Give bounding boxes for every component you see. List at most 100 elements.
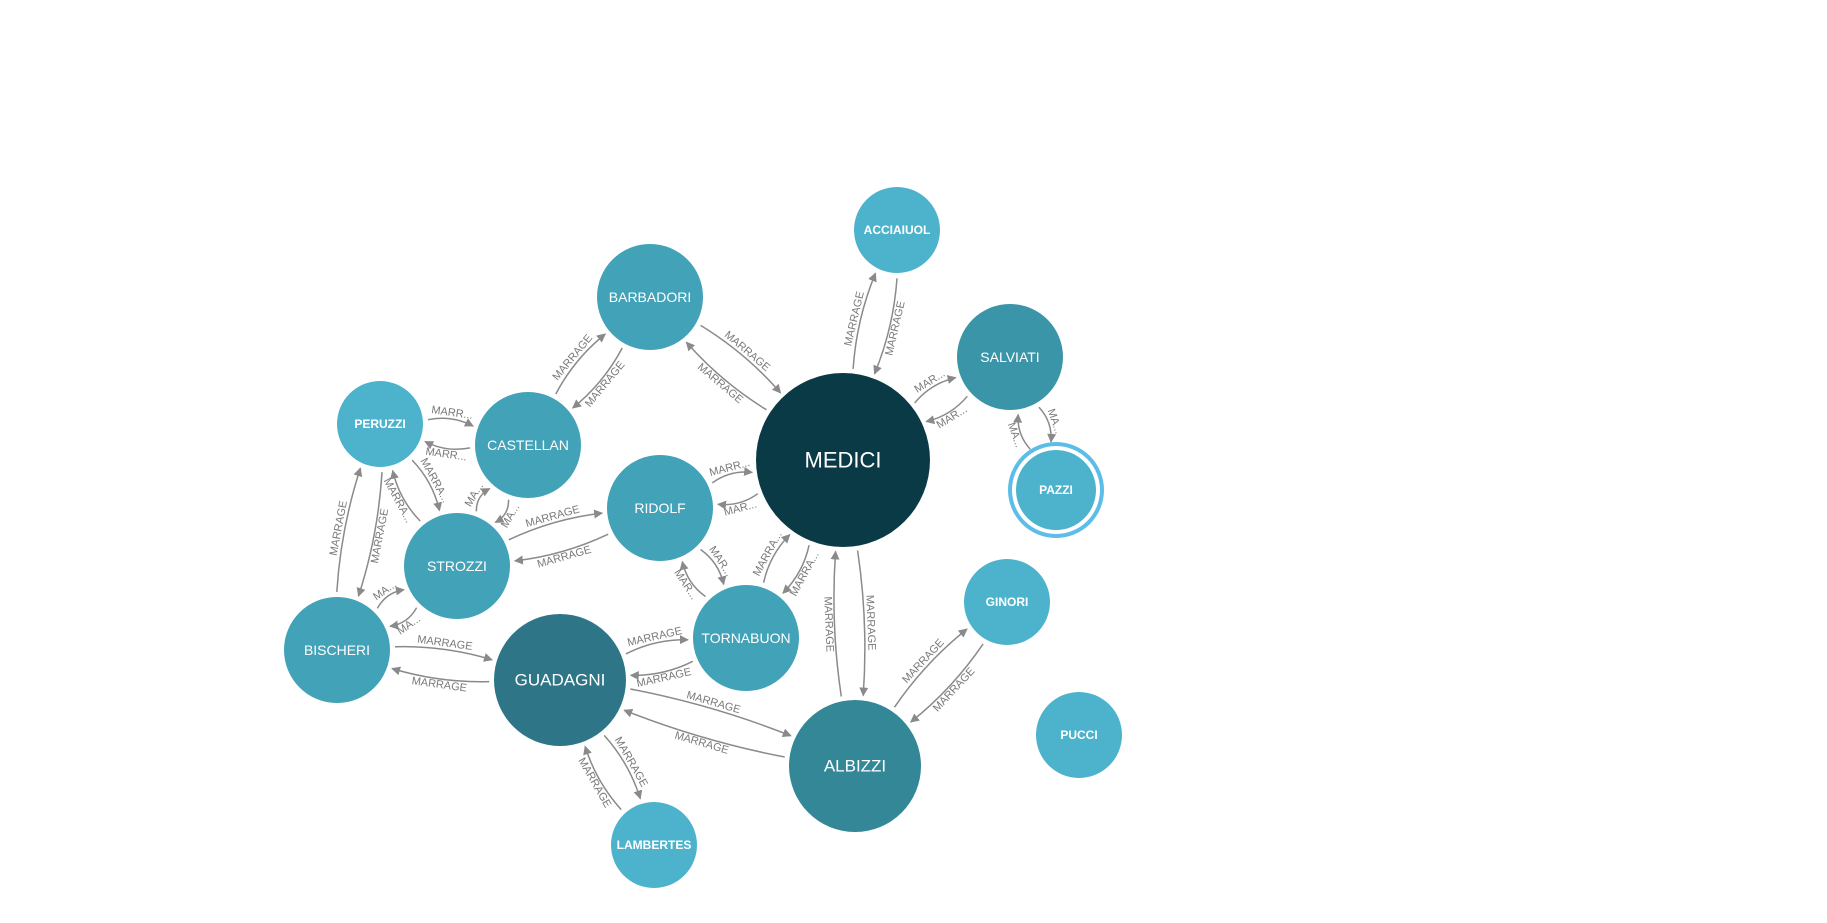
edge-line[interactable]	[336, 467, 363, 592]
node-circle[interactable]	[337, 381, 423, 467]
edge-medici-to-tornabuon[interactable]: MARRA...	[782, 545, 822, 598]
node-ridolf[interactable]: RIDOLF	[607, 455, 713, 561]
edge-line[interactable]	[893, 628, 968, 708]
edge-line[interactable]	[856, 550, 869, 697]
node-circle[interactable]	[854, 187, 940, 273]
edge-line[interactable]	[411, 459, 443, 512]
node-circle[interactable]	[284, 597, 390, 703]
edge-medici-to-salviati[interactable]: MAR...	[912, 368, 957, 404]
edge-bischeri-to-peruzzi[interactable]: MARRAGE	[328, 467, 363, 592]
edge-line[interactable]	[389, 607, 418, 630]
edge-line[interactable]	[376, 586, 405, 609]
edge-line[interactable]	[513, 533, 609, 565]
edge-medici-to-acciaiuol[interactable]: MARRAGE	[842, 272, 877, 369]
edge-strozzi-to-castellan[interactable]: MA...	[463, 481, 491, 512]
node-circle[interactable]	[494, 614, 626, 746]
edge-medici-to-ridolf[interactable]: MAR...	[717, 493, 759, 519]
edge-guadagni-to-lambertes[interactable]: MARRAGE	[603, 734, 650, 800]
edge-tornabuon-to-ridolf[interactable]: MAR...	[671, 560, 706, 602]
edge-ridolf-to-medici[interactable]: MARR...	[708, 457, 754, 484]
edge-line[interactable]	[603, 734, 643, 800]
edge-line[interactable]	[625, 635, 689, 655]
node-circle[interactable]	[475, 392, 581, 498]
edge-guadagni-to-albizzi[interactable]: MARRAGE	[630, 688, 792, 737]
node-albizzi[interactable]: ALBIZZI	[789, 700, 921, 832]
edge-tornabuon-to-guadagni[interactable]: MARRAGE	[629, 660, 694, 690]
node-circle[interactable]	[693, 585, 799, 691]
edge-line[interactable]	[583, 745, 622, 811]
edge-line[interactable]	[679, 560, 706, 598]
edge-bischeri-to-strozzi[interactable]: MA...	[371, 579, 405, 609]
edge-tornabuon-to-medici[interactable]: MARRA...	[751, 530, 791, 583]
edge-peruzzi-to-castellan[interactable]: MARR...	[427, 404, 474, 427]
edge-line[interactable]	[356, 472, 383, 597]
node-acciaiuol[interactable]: ACCIAIUOL	[854, 187, 940, 273]
edge-line[interactable]	[390, 469, 421, 522]
node-strozzi[interactable]: STROZZI	[404, 513, 510, 619]
node-circle[interactable]	[957, 304, 1063, 410]
node-pazzi[interactable]: PAZZI	[1008, 442, 1104, 538]
edge-lambertes-to-guadagni[interactable]: MARRAGE	[575, 745, 622, 811]
edge-line[interactable]	[427, 417, 474, 427]
node-circle[interactable]	[789, 700, 921, 832]
node-guadagni[interactable]: GUADAGNI	[494, 614, 626, 746]
edge-line[interactable]	[1013, 413, 1031, 450]
node-circle[interactable]	[756, 373, 930, 547]
edge-line[interactable]	[494, 499, 510, 524]
edge-line[interactable]	[830, 550, 843, 697]
edge-line[interactable]	[700, 324, 782, 394]
edge-line[interactable]	[852, 272, 877, 369]
edge-guadagni-to-bischeri[interactable]: MARRAGE	[391, 666, 490, 695]
edge-guadagni-to-tornabuon[interactable]: MARRAGE	[625, 625, 689, 655]
edge-line[interactable]	[925, 395, 968, 425]
edge-line[interactable]	[762, 533, 791, 583]
edge-salviati-to-pazzi[interactable]: MA...	[1038, 406, 1064, 443]
node-salviati[interactable]: SALVIATI	[957, 304, 1063, 410]
edge-line[interactable]	[1038, 406, 1057, 443]
edge-line[interactable]	[424, 440, 471, 451]
edge-line[interactable]	[555, 333, 607, 395]
node-circle[interactable]	[1036, 692, 1122, 778]
edge-pazzi-to-salviati[interactable]: MA...	[1005, 413, 1031, 450]
node-circle[interactable]	[607, 455, 713, 561]
edge-line[interactable]	[782, 545, 810, 594]
edge-peruzzi-to-strozzi[interactable]: MARRA...	[411, 456, 452, 512]
edge-medici-to-albizzi[interactable]: MARRAGE	[856, 550, 878, 697]
edge-line[interactable]	[391, 666, 490, 683]
edge-albizzi-to-guadagni[interactable]: MARRAGE	[623, 709, 785, 758]
node-circle[interactable]	[597, 244, 703, 350]
edge-line[interactable]	[700, 548, 727, 586]
edge-castellan-to-peruzzi[interactable]: MARR...	[424, 440, 471, 464]
node-peruzzi[interactable]: PERUZZI	[337, 381, 423, 467]
edge-line[interactable]	[623, 709, 785, 758]
edge-line[interactable]	[909, 643, 984, 723]
edge-bischeri-to-guadagni[interactable]: MARRAGE	[394, 634, 493, 662]
node-pucci[interactable]: PUCCI	[1036, 692, 1122, 778]
edge-line[interactable]	[394, 645, 493, 662]
node-castellan[interactable]: CASTELLAN	[475, 392, 581, 498]
edge-line[interactable]	[571, 347, 623, 409]
edge-line[interactable]	[914, 375, 957, 404]
node-circle[interactable]	[1016, 450, 1096, 530]
node-circle[interactable]	[404, 513, 510, 619]
edge-strozzi-to-ridolf[interactable]: MARRAGE	[508, 503, 604, 541]
edge-acciaiuol-to-medici[interactable]: MARRAGE	[873, 278, 908, 375]
edge-ridolf-to-tornabuon[interactable]: MAR...	[700, 544, 735, 586]
node-circle[interactable]	[611, 802, 697, 888]
edge-ridolf-to-strozzi[interactable]: MARRAGE	[513, 533, 609, 571]
edge-line[interactable]	[873, 278, 898, 375]
node-tornabuon[interactable]: TORNABUON	[693, 585, 799, 691]
edge-line[interactable]	[475, 487, 491, 512]
edge-castellan-to-strozzi[interactable]: MA...	[494, 499, 522, 531]
edge-albizzi-to-medici[interactable]: MARRAGE	[821, 550, 843, 697]
edge-line[interactable]	[685, 341, 767, 411]
node-lambertes[interactable]: LAMBERTES	[611, 802, 697, 888]
node-circle[interactable]	[964, 559, 1050, 645]
edge-line[interactable]	[630, 688, 792, 737]
edge-line[interactable]	[711, 467, 754, 484]
edge-line[interactable]	[717, 493, 759, 510]
node-medici[interactable]: MEDICI	[756, 373, 930, 547]
edge-salviati-to-medici[interactable]: MAR...	[925, 395, 969, 431]
node-bischeri[interactable]: BISCHERI	[284, 597, 390, 703]
